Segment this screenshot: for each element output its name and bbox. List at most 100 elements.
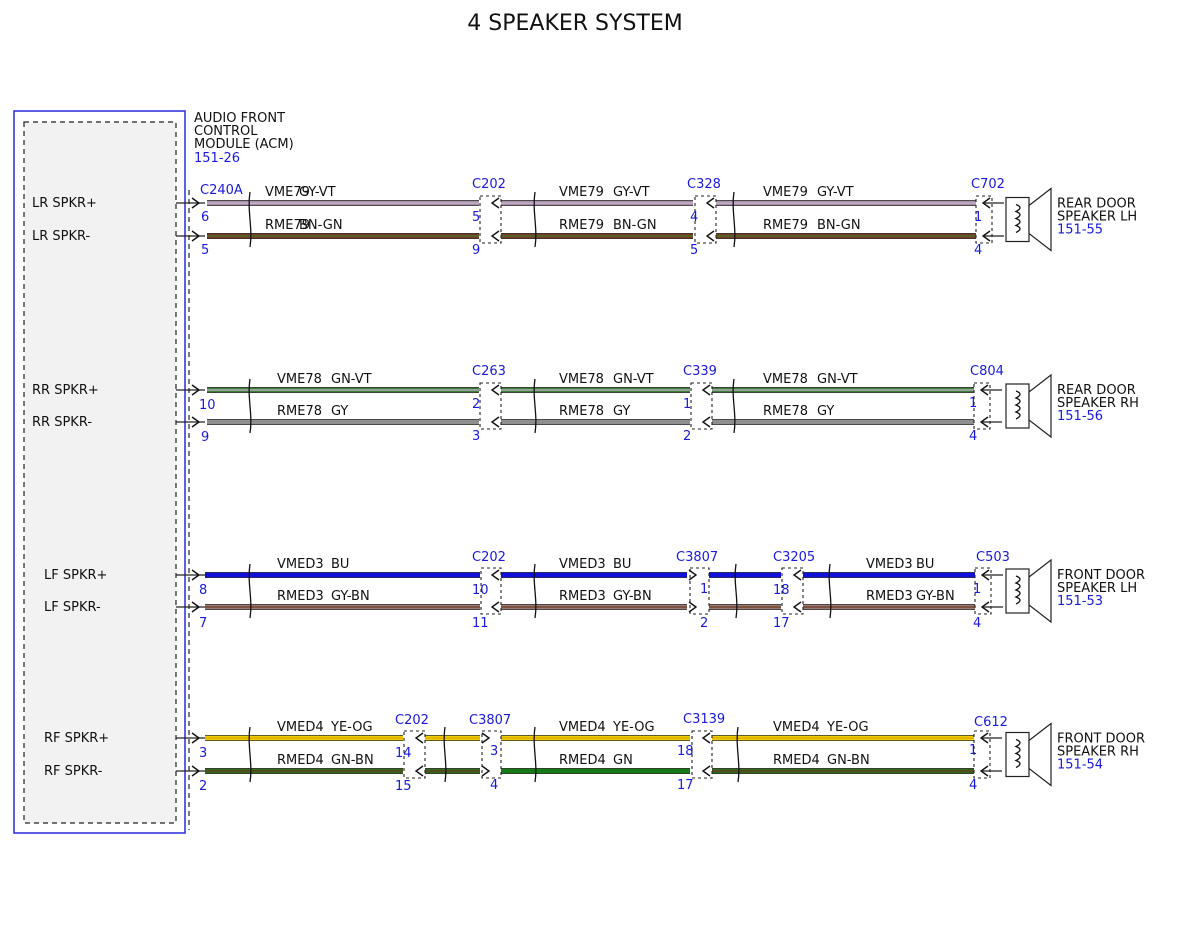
circuit-4-junction-arrow-2-1 <box>481 765 491 777</box>
circuit-3-speaker-connector <box>974 567 992 615</box>
circuit-3-junction-arrow-1-1 <box>490 601 500 613</box>
circuit-2-bottom-pin-4: 4 <box>969 429 977 444</box>
circuit-1-twist-2 <box>533 191 537 248</box>
circuit-3-junction-arrow-1-0 <box>490 569 500 581</box>
circuit-3-top-pin-4: 18 <box>773 583 790 598</box>
circuit-3-speaker-name-2: SPEAKER LH <box>1057 581 1137 596</box>
circuit-2-twist-3 <box>732 378 736 434</box>
circuit-4-inline-connector-1 <box>403 730 426 779</box>
circuit-3-bottom-pin-4: 17 <box>773 616 790 631</box>
circuit-1-bottom-circuit-1: RME79 <box>265 218 310 233</box>
circuit-3-speaker-coil <box>1014 575 1021 605</box>
circuit-4-speaker-name-1: FRONT DOOR <box>1057 732 1145 747</box>
circuit-2-bottom-circuit-2: RME78 <box>559 404 604 419</box>
circuit-3-module-arrow-1 <box>191 601 201 613</box>
circuit-2-top-label: RR SPKR+ <box>32 383 99 398</box>
circuit-3-twist-2 <box>533 563 537 619</box>
circuit-2-twist-1 <box>248 378 252 434</box>
circuit-1-top-color-3: GY-VT <box>817 185 854 200</box>
circuit-1-inline-connector-1 <box>479 195 502 244</box>
circuit-2-bottom-color-2: GY <box>613 404 630 419</box>
circuit-4-top-pin-1: 3 <box>199 746 207 761</box>
circuit-4-top-color-1: YE-OG <box>330 720 373 735</box>
circuit-1-top-circuit-1: VME79 <box>265 185 310 200</box>
circuit-3-top-color-1: BU <box>331 557 349 572</box>
circuit-2-top-pin-2: 2 <box>472 397 480 412</box>
circuit-4-connector-4: C612 <box>974 715 1008 730</box>
circuit-1-speaker-coil <box>1014 203 1021 234</box>
circuit-4-top-circuit-4: VMED4 <box>773 720 820 735</box>
circuit-4-speaker-cone <box>1028 722 1052 787</box>
circuit-1-speaker-connector <box>975 195 993 244</box>
module-label: AUDIO FRONT CONTROL MODULE (ACM) 151-26 <box>194 111 294 166</box>
circuit-3-module-arrow-0 <box>191 569 201 581</box>
circuit-4-junction-arrow-3-1 <box>701 765 711 777</box>
circuit-2-top-color-3: GN-VT <box>817 372 858 387</box>
module-name-line-1: AUDIO FRONT <box>194 111 285 126</box>
circuit-3-bottom-label: LF SPKR- <box>44 600 101 615</box>
circuit-3-top-pin-1: 8 <box>199 583 207 598</box>
circuit-4-bottom-pin-1: 2 <box>199 779 207 794</box>
circuit-4-bottom-label: RF SPKR- <box>44 764 103 779</box>
module-name-line-3: MODULE (ACM) <box>194 137 294 152</box>
circuit-2-bottom-color-1: GY <box>331 404 348 419</box>
circuit-1-twist-3 <box>732 191 736 248</box>
circuit-4-bottom-pin-2: 15 <box>395 779 412 794</box>
circuit-3-connector-1: C202 <box>472 550 506 565</box>
circuit-2-bottom-circuit-3: RME78 <box>763 404 808 419</box>
circuit-2-bottom-pin-3: 2 <box>683 429 691 444</box>
circuit-3-speaker-name-1: FRONT DOOR <box>1057 568 1145 583</box>
circuit-2-connector-3: C804 <box>970 364 1004 379</box>
circuit-1-module-arrow-0 <box>191 197 201 209</box>
circuit-2-inline-connector-2 <box>690 382 713 430</box>
circuit-4-top-color-4: YE-OG <box>826 720 869 735</box>
circuit-1-top-circuit-3: VME79 <box>763 185 808 200</box>
circuit-3-inline-connector-1 <box>480 567 502 615</box>
circuit-3-bottom-color-2: GY-BN <box>613 589 652 604</box>
circuit-2-junction-arrow-2-1 <box>701 416 711 428</box>
circuit-3-top-label: LF SPKR+ <box>44 568 107 583</box>
module-name-line-2: CONTROL <box>194 124 258 139</box>
circuit-4-top-circuit-3: VMED4 <box>559 720 606 735</box>
circuit-2-speaker-name-2: SPEAKER RH <box>1057 396 1139 411</box>
circuit-4-top-pin-4: 18 <box>677 744 694 759</box>
circuit-4-top-label: RF SPKR+ <box>44 731 109 746</box>
circuit-1-bottom-pin-2: 9 <box>472 243 480 258</box>
circuit-2-speaker-name-1: REAR DOOR <box>1057 383 1136 398</box>
circuit-4-speaker-coil <box>1014 738 1021 769</box>
circuit-1-speaker-name-1: REAR DOOR <box>1057 197 1136 212</box>
circuit-4-bottom-circuit-3: RMED4 <box>559 753 606 768</box>
circuit-3-inline-connector-2 <box>689 567 710 615</box>
circuit-1-junction-arrow-1-0 <box>490 197 500 209</box>
circuit-2-junction-arrow-1-0 <box>490 384 500 396</box>
circuit-2-speaker-connector <box>973 382 991 430</box>
circuit-4-connector-3: C3139 <box>683 712 725 727</box>
module-ref: 151-26 <box>194 151 240 166</box>
circuit-2-top-color-1: GN-VT <box>331 372 372 387</box>
circuit-1-bottom-circuit-3: RME79 <box>763 218 808 233</box>
circuit-3-inline-connector-3 <box>781 567 804 615</box>
diagram-title: 4 SPEAKER SYSTEM <box>467 11 682 36</box>
circuit-4-junction-arrow-1-0 <box>414 732 424 744</box>
circuit-3-bottom-pin-5: 4 <box>973 616 981 631</box>
circuit-2-top-circuit-1: VME78 <box>277 372 322 387</box>
circuit-1-bottom-color-2: BN-GN <box>613 218 657 233</box>
circuit-3-bottom-pin-3: 2 <box>700 616 708 631</box>
circuit-1-inline-connector-2 <box>694 195 717 244</box>
circuit-1-bottom-circuit-2: RME79 <box>559 218 604 233</box>
circuit-3-top-pin-5: 1 <box>973 582 981 597</box>
circuit-3-bottom-circuit-2: RMED3 <box>559 589 606 604</box>
circuits-layer: LR SPKR+LR SPKR-VME79GY-VTRME79BN-GNVME7… <box>32 177 1145 794</box>
circuit-4-bottom-circuit-1: RMED4 <box>277 753 324 768</box>
circuit-1-speaker-ref: 151-55 <box>1057 223 1103 238</box>
circuit-1-top-pin-4: 1 <box>974 210 982 225</box>
circuit-1-top-color-2: GY-VT <box>613 185 650 200</box>
circuit-4-speaker-ref: 151-54 <box>1057 758 1103 773</box>
circuit-1-connector-1: C240A <box>200 183 243 198</box>
circuit-2-speaker-ref: 151-56 <box>1057 409 1103 424</box>
circuit-4-speaker-name-2: SPEAKER RH <box>1057 745 1139 760</box>
circuit-4-junction-arrow-2-0 <box>481 732 491 744</box>
circuit-4-junction-arrow-3-0 <box>701 732 711 744</box>
circuit-1-top-label: LR SPKR+ <box>32 196 97 211</box>
circuit-1-top-color-1: GY-VT <box>299 185 336 200</box>
